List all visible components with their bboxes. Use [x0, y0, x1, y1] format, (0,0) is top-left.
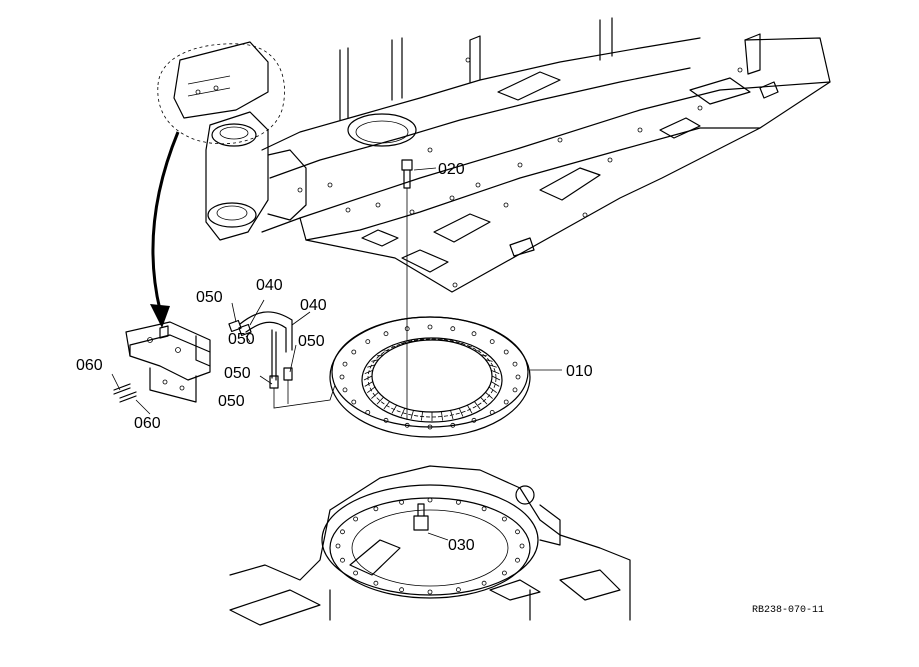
detail-arrow — [150, 131, 180, 328]
hose-bracket — [125, 321, 211, 403]
callout-050-middle-left: 050 — [228, 331, 255, 348]
callout-labels: 010 020 030 040 040 050 050 050 050 050 … — [76, 161, 824, 616]
callout-050-lower: 050 — [224, 365, 251, 382]
callout-040-right: 040 — [300, 297, 327, 314]
callout-060-upper: 060 — [76, 357, 103, 374]
lower-frame — [229, 465, 631, 626]
callout-050-middle-right: 050 — [298, 333, 325, 350]
callout-050-top: 050 — [196, 289, 223, 306]
hose-fittings — [228, 311, 336, 409]
frame-holes — [297, 57, 743, 288]
reference-code: RB238-070-11 — [752, 605, 824, 616]
callout-060-lower: 060 — [134, 415, 161, 432]
upper-frame — [157, 17, 831, 293]
callout-010: 010 — [566, 363, 593, 380]
leader-lines — [111, 167, 562, 541]
bolts-060 — [113, 383, 137, 403]
callout-040-upper: 040 — [256, 277, 283, 294]
swing-bearing-010 — [329, 316, 531, 438]
callout-050-bottom: 050 — [218, 393, 245, 410]
grease-fitting-020 — [401, 159, 413, 420]
callout-030: 030 — [448, 537, 475, 554]
callout-020: 020 — [438, 161, 465, 178]
